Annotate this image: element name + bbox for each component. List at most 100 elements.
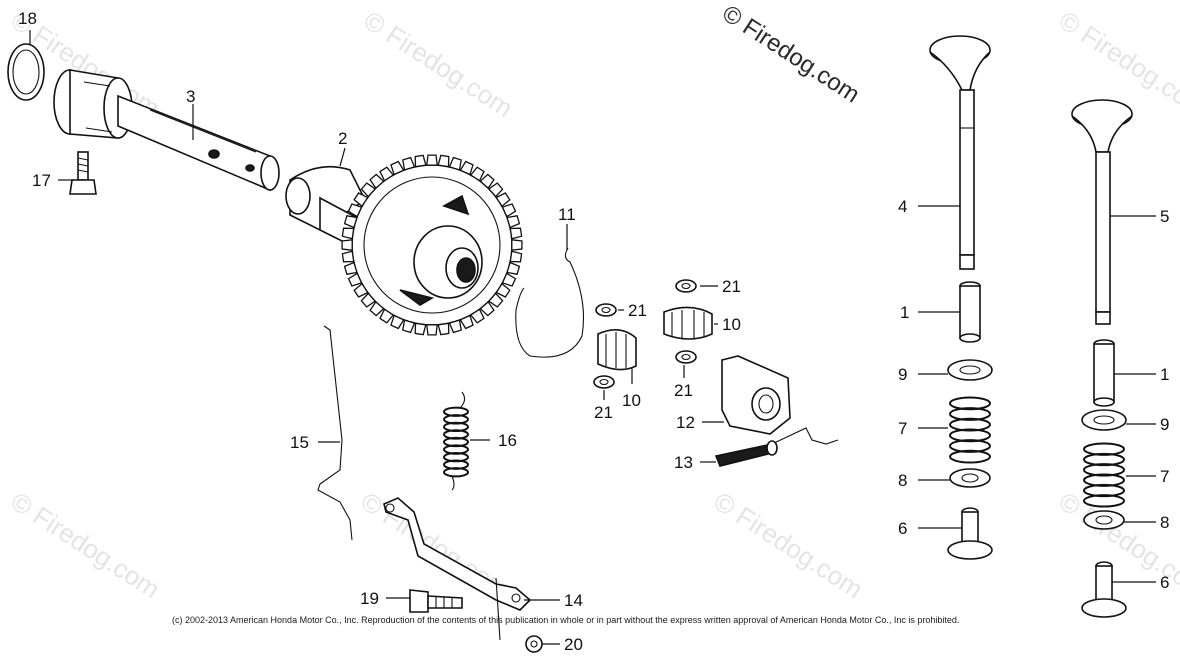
gear-tooth (469, 308, 485, 324)
gear-tooth (360, 292, 377, 308)
gear-tooth (369, 173, 385, 190)
callout-21-d: 21 (594, 403, 613, 422)
callout-21-c: 21 (674, 381, 693, 400)
gear-tooth (426, 154, 438, 166)
callout-labels: 18 3 17 2 11 21 21 10 21 21 10 12 13 15 … (18, 9, 1169, 654)
callout-10-a: 10 (722, 315, 741, 334)
spring-coil (949, 396, 991, 411)
callout-11: 11 (558, 205, 576, 224)
callout-8-b: 8 (1160, 513, 1169, 532)
callout-8-a: 8 (898, 471, 907, 490)
gear-tooth (487, 182, 504, 198)
gear-tooth (448, 156, 462, 171)
spring-coil (443, 467, 469, 478)
gear-tooth (509, 227, 523, 240)
part-20-nut (525, 635, 543, 653)
part-6-rotator-a (947, 507, 993, 560)
part-21-washer-a (675, 279, 697, 293)
gear-tooth (341, 239, 353, 251)
part-8-retainer-a (949, 468, 991, 488)
gear-tooth (437, 322, 450, 336)
part-17-bolt (69, 151, 97, 195)
gear-tooth (509, 250, 523, 263)
gear-tooth (353, 192, 369, 208)
callout-6-b: 6 (1160, 573, 1169, 592)
leader-lines (29, 30, 1156, 645)
callout-21-a: 21 (722, 277, 741, 296)
part-11-wire-clip (515, 247, 585, 358)
part-5-valve (1071, 99, 1133, 325)
gear-tooth (402, 156, 416, 171)
part-6-rotator-b (1081, 561, 1127, 618)
part-19-bolt (409, 589, 463, 613)
spring-coil (949, 417, 991, 432)
gear-tooth (426, 324, 438, 336)
callout-7-a: 7 (898, 419, 907, 438)
callout-9-b: 9 (1160, 415, 1169, 434)
spring-coil (1083, 463, 1125, 477)
callout-15: 15 (290, 433, 309, 452)
gear-tooth (341, 227, 355, 240)
part-10-cam-follower-b (597, 329, 637, 371)
callout-14: 14 (564, 591, 583, 610)
part-16-spring (443, 391, 469, 491)
callout-7-b: 7 (1160, 467, 1169, 486)
gear-tooth (390, 314, 405, 330)
callout-18: 18 (18, 9, 37, 28)
gear-tooth (402, 319, 416, 334)
spring-coil (949, 439, 991, 453)
valve-spring-coils (949, 396, 991, 464)
spring-coil (1083, 442, 1125, 456)
gear-tooth (353, 282, 369, 298)
gear-tooth (479, 173, 495, 190)
callout-6-a: 6 (898, 519, 907, 538)
gear-tooth (501, 272, 517, 287)
spring-coil (949, 428, 991, 443)
callout-21-b: 21 (628, 301, 647, 320)
gear-tooth (369, 300, 385, 317)
gear-tooth (459, 314, 474, 330)
spring-coil (949, 407, 991, 421)
callout-19: 19 (360, 589, 379, 608)
part-8-retainer-b (1083, 510, 1125, 530)
part-12-bracket (721, 355, 791, 435)
gear-tooth (390, 160, 405, 176)
callout-13: 13 (674, 453, 693, 472)
spring-coil (949, 449, 991, 464)
copyright-notice: (c) 2002-2013 American Honda Motor Co., … (172, 615, 960, 625)
gear-tooth (511, 239, 523, 251)
part-2-camshaft (285, 154, 523, 336)
gear-tooth (479, 300, 495, 317)
part-15-rod (317, 325, 353, 541)
gear-tooth (495, 282, 511, 298)
part-9-seal-b (1081, 409, 1127, 431)
callout-5: 5 (1160, 207, 1169, 226)
gear-tooth (343, 215, 358, 229)
gear-tooth (495, 192, 511, 208)
spring-coil (1083, 473, 1125, 487)
gear-tooth (414, 154, 427, 168)
gear-tooth (341, 250, 355, 263)
gear-tooth (487, 292, 504, 308)
spring-coil (1083, 494, 1125, 508)
gear-tooth (414, 322, 427, 336)
gear-tooth (469, 166, 485, 182)
part-13-pin (714, 427, 839, 467)
callout-20: 20 (564, 635, 583, 654)
spring-coils (443, 406, 469, 478)
callout-12: 12 (676, 413, 695, 432)
part-7-spring-b (1083, 442, 1125, 508)
part-3-shaft (53, 69, 280, 192)
valve-spring-coils (1083, 442, 1125, 508)
part-9-seal-a (947, 359, 993, 381)
part-1-guide-a (959, 281, 981, 343)
callout-9-a: 9 (898, 365, 907, 384)
spring-coil (1083, 483, 1125, 498)
part-21-washer-c (675, 350, 697, 364)
callout-1-a: 1 (900, 303, 909, 322)
callout-17: 17 (32, 171, 51, 190)
gear-tooth (506, 215, 521, 229)
part-4-valve (929, 35, 991, 270)
